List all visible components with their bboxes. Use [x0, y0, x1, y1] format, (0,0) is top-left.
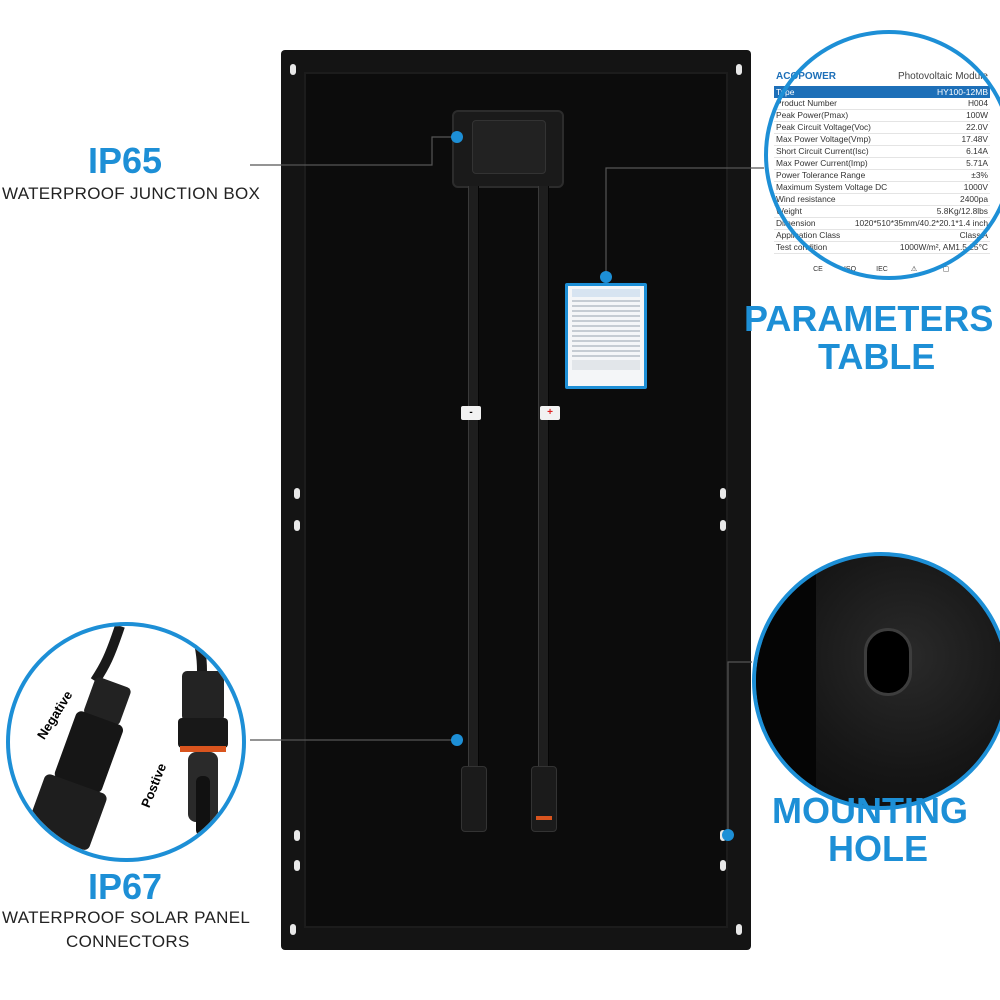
positive-cable: [538, 186, 549, 768]
parameter-label: Maximum System Voltage DC: [776, 182, 888, 192]
frame-hole: [720, 520, 726, 531]
mounting-heading-line1: MOUNTING: [772, 790, 968, 831]
junction-box-subtitle: WATERPROOF JUNCTION BOX: [2, 184, 261, 203]
frame-hole: [294, 488, 300, 499]
parameter-value: 1000W/m², AM1.5,25°C: [899, 242, 988, 252]
positive-tag: +: [540, 406, 560, 420]
parameter-value: 22.0V: [966, 122, 988, 132]
parameter-label: Wind resistance: [776, 194, 836, 204]
parameter-row: Power Tolerance Range ±3%: [774, 170, 990, 182]
parameter-label: Product Number: [776, 98, 837, 108]
frame-hole: [294, 860, 300, 871]
parameter-value: 17.48V: [961, 134, 988, 144]
module-type-label: Photovoltaic Module: [897, 71, 988, 82]
frame-hole: [294, 830, 300, 841]
frame-hole: [290, 64, 296, 75]
frame-hole: [736, 924, 742, 935]
parameter-row: Wind resistance 2400pa: [774, 194, 990, 206]
frame-hole: [736, 64, 742, 75]
junction-box-heading: IP65: [88, 140, 163, 181]
frame-hole: [720, 860, 726, 871]
frame-edge: [756, 556, 816, 806]
callout-dot: [600, 271, 612, 283]
parameter-value: 100W: [966, 110, 988, 120]
parameter-label: Peak Power(Pmax): [776, 110, 849, 120]
parameter-value: H004: [967, 98, 988, 108]
parameter-row: Maximum System Voltage DC 1000V: [774, 182, 990, 194]
connectors-zoom: Negative Postive: [6, 622, 246, 862]
parameters-heading-line1: PARAMETERS: [744, 298, 994, 339]
connector-seal-ring: [536, 816, 552, 820]
cert-badge-icon: ▢: [942, 266, 950, 273]
parameter-value: 5.71A: [966, 158, 988, 168]
parameter-row: Weight 5.8Kg/12.8lbs: [774, 206, 990, 218]
connector-illustration: [27, 626, 228, 850]
type-label: Type: [776, 87, 795, 97]
parameter-label: Application Class: [776, 230, 841, 240]
parameter-row: Peak Power(Pmax) 100W: [774, 110, 990, 122]
parameter-value: 5.8Kg/12.8lbs: [936, 206, 988, 216]
parameter-row: Product Number H004: [774, 98, 990, 110]
parameter-label: Max Power Current(Imp): [776, 158, 868, 168]
mounting-hole: [864, 628, 912, 696]
parameter-row: Dimension 1020*510*35mm/40.2*20.1*1.4 inc…: [774, 218, 990, 230]
parameter-label: Test condition: [776, 242, 828, 252]
frame-hole: [720, 488, 726, 499]
negative-connector: [461, 766, 487, 832]
parameter-row: Max Power Current(Imp) 5.71A: [774, 158, 990, 170]
parameter-value: Class A: [959, 230, 988, 240]
brand-logo: ACOPOWER: [776, 71, 836, 82]
negative-tag: -: [461, 406, 481, 420]
parameter-value: 2400pa: [960, 194, 988, 204]
parameter-row: Max Power Voltage(Vmp) 17.48V: [774, 134, 990, 146]
parameter-label: Dimension: [776, 218, 816, 228]
cert-badge-icon: ⚠: [910, 266, 918, 273]
parameter-row: Peak Circuit Voltage(Voc) 22.0V: [774, 122, 990, 134]
connectors-heading: IP67: [88, 866, 163, 907]
junction-box-lid: [472, 120, 546, 174]
certification-icons: CE ISO IEC ⚠ ▢: [774, 258, 990, 278]
cert-badge-icon: CE: [813, 266, 823, 273]
mounting-hole-zoom: [752, 552, 1000, 810]
parameters-heading-line2: TABLE: [818, 336, 936, 377]
solar-panel-back: [304, 72, 728, 928]
connectors-subtitle-line1: WATERPROOF SOLAR PANEL: [2, 908, 251, 927]
frame-hole: [294, 520, 300, 531]
parameter-label: Max Power Voltage(Vmp): [776, 134, 871, 144]
parameter-row: Application Class Class A: [774, 230, 990, 242]
callout-dot: [451, 131, 463, 143]
callout-dot: [451, 734, 463, 746]
parameter-value: 6.14A: [966, 146, 988, 156]
parameter-row: Short Circuit Current(Isc) 6.14A: [774, 146, 990, 158]
parameters-table-zoom: ACOPOWER Photovoltaic Module Type HY100-…: [764, 62, 1000, 288]
parameter-sticker: [565, 283, 647, 389]
positive-connector: [531, 766, 557, 832]
negative-cable: [468, 186, 479, 768]
frame-hole: [290, 924, 296, 935]
parameter-value: 1000V: [963, 182, 988, 192]
cert-badge-icon: IEC: [876, 266, 888, 273]
parameter-value: 1020*510*35mm/40.2*20.1*1.4 inch: [854, 218, 988, 228]
parameter-label: Weight: [776, 206, 802, 216]
parameter-value: ±3%: [971, 170, 988, 180]
callout-dot: [722, 829, 734, 841]
cert-badge-icon: ISO: [843, 266, 857, 273]
parameter-label: Short Circuit Current(Isc): [776, 146, 869, 156]
parameter-row: Test condition 1000W/m², AM1.5,25°C: [774, 242, 990, 254]
parameter-label: Peak Circuit Voltage(Voc): [776, 122, 871, 132]
parameter-label: Power Tolerance Range: [776, 170, 866, 180]
connectors-subtitle-line2: CONNECTORS: [66, 932, 190, 951]
type-value: HY100-12MB: [936, 87, 988, 97]
mounting-heading-line2: HOLE: [828, 828, 929, 869]
